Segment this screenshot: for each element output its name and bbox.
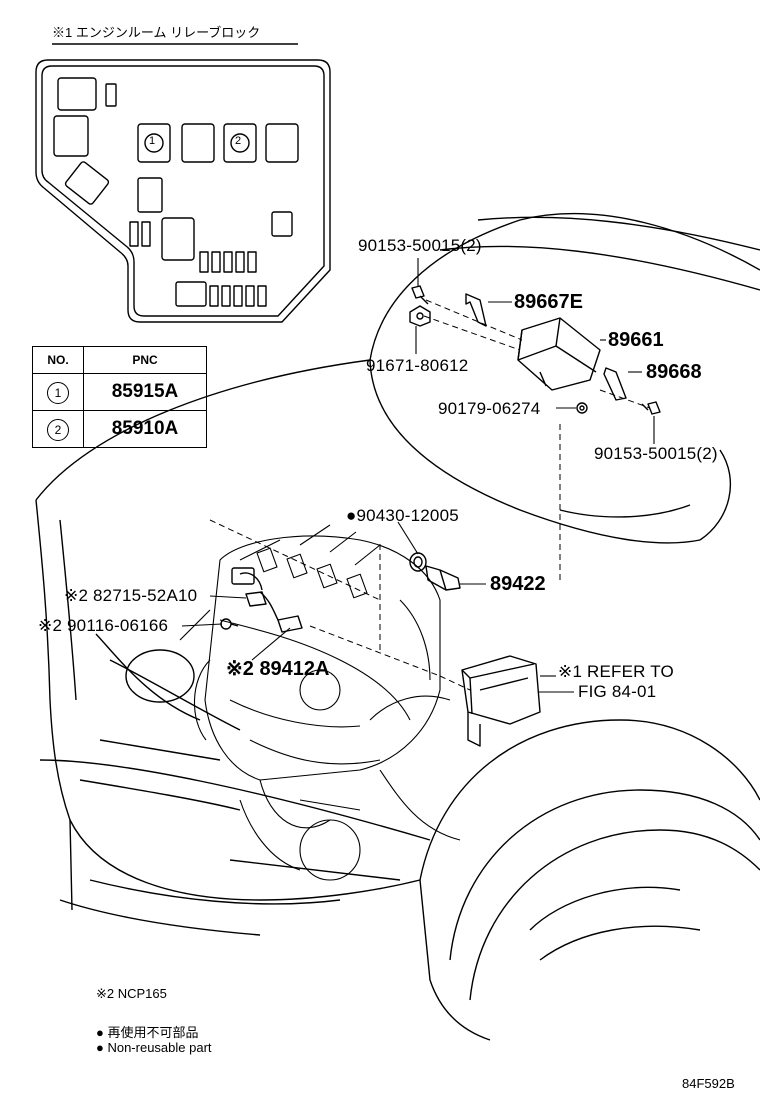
pnc-row-value[interactable]: 85910A	[83, 410, 207, 448]
bracket-89667e	[465, 293, 487, 327]
callout-90116-06166[interactable]: ※2 90116-06166	[38, 616, 169, 635]
note-non-reusable-en: ● Non-reusable part	[96, 1040, 212, 1055]
callout-fig-84-01[interactable]: FIG 84-01	[578, 682, 657, 701]
nut-icon	[409, 305, 431, 327]
pnc-header-pnc: PNC	[83, 346, 207, 374]
pnc-row: 2 85910A	[32, 410, 207, 448]
relay-slot-2-label: 2	[235, 135, 242, 147]
connector-82715-icon	[245, 591, 267, 607]
relay-slot-1-label: 1	[149, 135, 156, 147]
washer-icon	[576, 402, 588, 414]
relay-block-outline	[35, 59, 331, 323]
car-body-outline	[35, 212, 760, 1041]
ecu-module	[517, 317, 601, 391]
callout-90153-50015-upper[interactable]: 90153-50015(2)	[358, 236, 482, 255]
note-non-reusable-jp: ● 再使用不可部品	[96, 1025, 199, 1040]
callout-82715-52a10[interactable]: ※2 82715-52A10	[64, 586, 198, 605]
sensor-89412a-icon	[231, 567, 303, 633]
pnc-row-no: 1	[47, 381, 69, 404]
pnc-row: 1 85915A	[32, 373, 207, 411]
sensor-89422-icon	[425, 565, 461, 591]
callout-90430-12005[interactable]: ●90430-12005	[346, 506, 459, 525]
relay-block-title: ※1 エンジンルーム リレーブロック	[52, 25, 261, 40]
bolt-icon	[641, 401, 661, 415]
pnc-row-value[interactable]: 85915A	[83, 373, 207, 411]
bracket-89668	[603, 367, 627, 401]
callout-90153-50015-lower[interactable]: 90153-50015(2)	[594, 444, 718, 463]
pnc-header-no: NO.	[32, 346, 84, 374]
callout-90179-06274[interactable]: 90179-06274	[438, 399, 541, 418]
engine-bay-relay-box	[461, 655, 541, 747]
figure-id: 84F592B	[682, 1076, 735, 1091]
note-ncp165: ※2 NCP165	[96, 986, 167, 1001]
callout-refer-to[interactable]: ※1 REFER TO	[558, 662, 674, 681]
callout-91671-80612[interactable]: 91671-80612	[366, 356, 469, 375]
engine-illustration	[179, 524, 461, 881]
pnc-row-no: 2	[47, 418, 69, 441]
leader-lines	[181, 258, 655, 693]
bolt-icon	[411, 285, 429, 305]
pnc-table: NO. PNC 1 85915A 2 85910A	[32, 346, 207, 448]
callout-89661[interactable]: 89661	[608, 329, 664, 351]
assembly-lines	[209, 299, 651, 691]
callout-89667e[interactable]: 89667E	[514, 291, 583, 313]
callout-89412a[interactable]: ※2 89412A	[226, 658, 330, 680]
callout-89422[interactable]: 89422	[490, 573, 546, 595]
callout-89668[interactable]: 89668	[646, 361, 702, 383]
